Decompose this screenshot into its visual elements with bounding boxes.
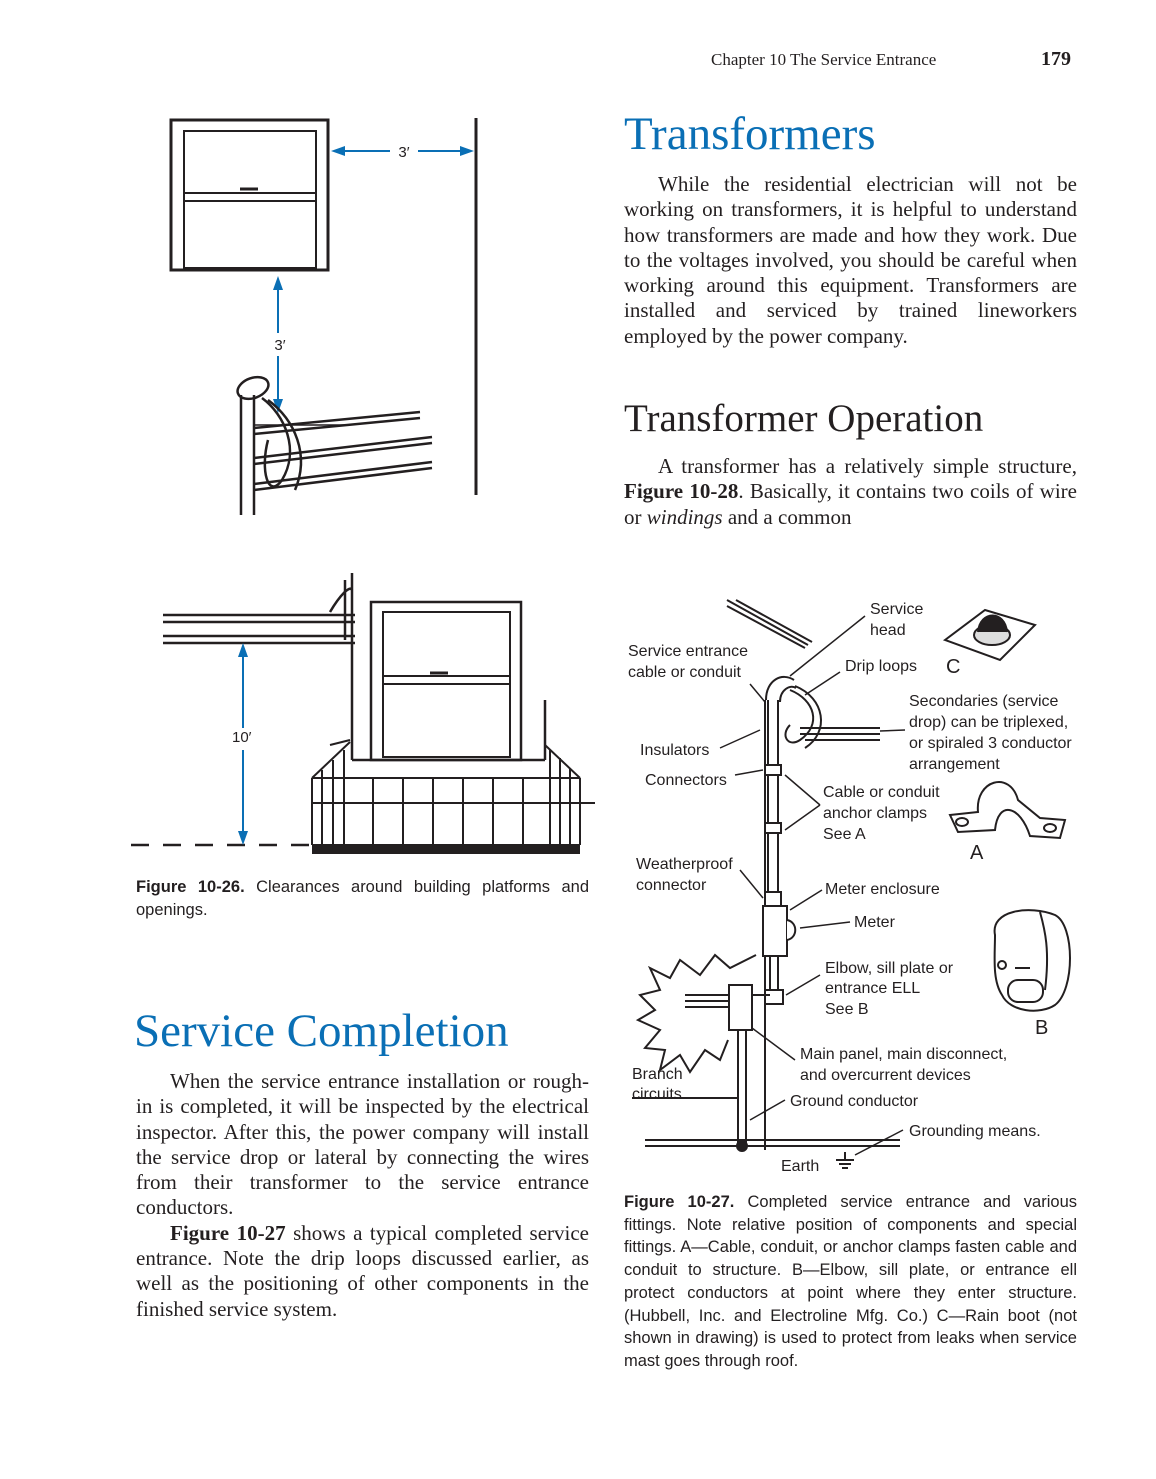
running-head: Chapter 10 The Service Entrance [711, 50, 937, 69]
label-fitting-c: C [946, 656, 960, 678]
transformers-body: While the residential electrician will n… [624, 172, 1077, 349]
label-meter: Meter [854, 914, 896, 931]
service-completion-paragraph-2-text: shows a typical completed service entran… [136, 1220, 590, 1321]
transformer-operation-text-3: and a common [722, 504, 852, 529]
service-completion-heading: Service Completion [134, 1005, 509, 1057]
service-completion-paragraph-1: When the service entrance installation o… [136, 1069, 589, 1220]
callout-labels: Service head Service entrance cable or c… [628, 601, 1072, 1175]
service-completion-paragraph-2: Figure 10-27 shows a typical completed s… [136, 1221, 589, 1322]
label-clamps-2: anchor clamps [823, 805, 927, 822]
label-branch-1: Branch [632, 1066, 683, 1083]
label-weatherproof-1: Weatherproof [636, 856, 733, 873]
label-clamps-3: See A [823, 826, 866, 843]
label-secondaries-3: or spiraled 3 conductor [909, 735, 1072, 752]
figure-10-26-illustration: 3′ 3′ [131, 118, 595, 854]
figure-10-28-reference: Figure 10-28 [624, 479, 739, 504]
label-secondaries-2: drop) can be triplexed, [909, 714, 1068, 731]
label-main-panel-1: Main panel, main disconnect, [800, 1046, 1007, 1063]
dim-top-horizontal [331, 146, 474, 156]
drip-loops-drawing [784, 685, 880, 749]
label-clamps-1: Cable or conduit [823, 784, 940, 801]
dim-top-vertical-label: 3′ [274, 337, 285, 354]
transformer-operation-heading: Transformer Operation [624, 397, 984, 440]
figure-10-26-caption-text: Clearances around building platforms and… [136, 878, 589, 919]
label-se-cable-2: cable or conduit [628, 664, 742, 681]
figure-10-27-caption: Figure 10-27. Completed service entrance… [624, 1191, 1077, 1373]
figure-10-27-caption-text: Completed service entrance and various f… [624, 1193, 1077, 1370]
transformer-operation-body: A transformer has a relatively simple st… [624, 454, 1077, 530]
figure-10-27-label: Figure 10-27. [624, 1193, 735, 1211]
figure-10-27-reference: Figure 10-27 [170, 1220, 286, 1245]
page-number: 179 [1041, 48, 1071, 70]
callout-leader-lines [719, 615, 906, 1156]
figure-10-26-label: Figure 10-26. [136, 878, 245, 896]
label-elbow-2: entrance ELL [825, 980, 920, 997]
label-connectors: Connectors [645, 772, 727, 789]
roof-line-drawing [726, 599, 813, 649]
label-service-head-2: head [870, 622, 906, 639]
bottom-building-drawing [163, 573, 547, 762]
transformers-heading: Transformers [624, 108, 876, 160]
label-earth: Earth [781, 1158, 819, 1175]
label-fitting-a: A [970, 842, 984, 864]
label-grounding-means: Grounding means. [909, 1123, 1041, 1140]
dim-top-horizontal-label: 3′ [398, 144, 409, 161]
label-elbow-3: See B [825, 1001, 869, 1018]
service-mast [728, 675, 797, 1152]
label-service-head-1: Service [870, 601, 923, 618]
label-fitting-b: B [1035, 1017, 1048, 1039]
transformers-paragraph: While the residential electrician will n… [624, 172, 1077, 348]
earth-line-drawing [645, 1139, 900, 1169]
figure-10-27-illustration: Service head Service entrance cable or c… [628, 599, 1072, 1175]
windings-emphasis: windings [646, 504, 723, 529]
label-drip-loops: Drip loops [845, 658, 917, 675]
dim-bottom-vertical [238, 643, 248, 845]
transformer-operation-text-2: . Basically, it contains two coils of wi… [624, 479, 1077, 529]
dim-top-vertical [273, 276, 283, 413]
top-window-drawing [169, 118, 330, 272]
fitting-b-ell [993, 909, 1071, 1012]
dim-bottom-vertical-label: 10′ [232, 729, 252, 746]
figure-10-26-caption: Figure 10-26. Clearances around building… [136, 876, 589, 921]
fitting-a-clamp [948, 781, 1067, 840]
platform-railing-drawing [311, 739, 595, 854]
fitting-c-rain-boot [942, 608, 1037, 662]
label-se-cable-1: Service entrance [628, 643, 748, 660]
label-insulators: Insulators [640, 742, 709, 759]
branch-circuits-drawing [632, 953, 757, 1099]
label-meter-enclosure: Meter enclosure [825, 881, 940, 898]
service-completion-body: When the service entrance installation o… [136, 1069, 589, 1322]
service-mast-drawing [236, 375, 433, 515]
label-main-panel-2: and overcurrent devices [800, 1067, 971, 1084]
label-secondaries-4: arrangement [909, 756, 1000, 773]
label-elbow-1: Elbow, sill plate or [825, 960, 954, 977]
transformer-operation-paragraph: A transformer has a relatively simple st… [624, 454, 1077, 530]
label-branch-2: circuits [632, 1086, 682, 1103]
label-secondaries-1: Secondaries (service [909, 693, 1059, 710]
transformer-operation-text-1: A transformer has a relatively simple st… [658, 454, 1077, 478]
label-weatherproof-2: connector [636, 877, 707, 894]
label-ground-conductor: Ground conductor [790, 1093, 919, 1110]
